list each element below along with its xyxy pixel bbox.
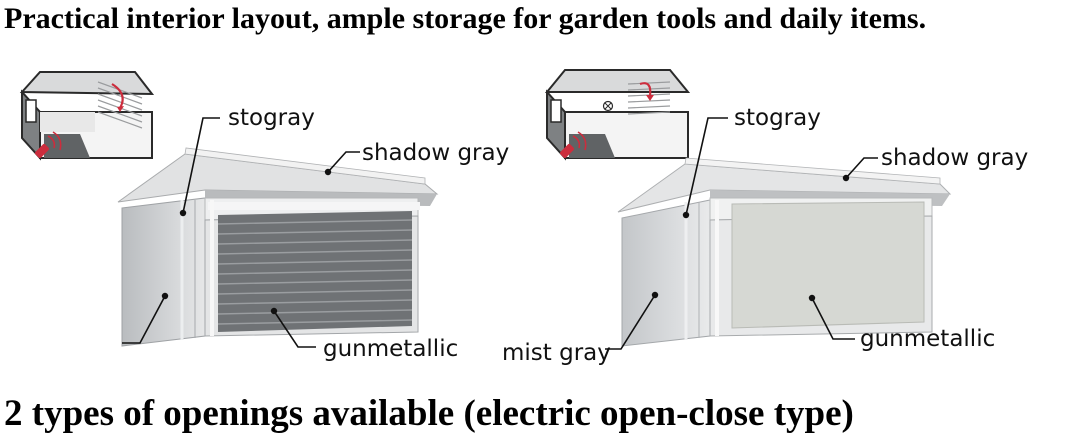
garage-shutter-type: stogray shadow gray gunmetallic bbox=[0, 50, 535, 380]
label-stogray: stogray bbox=[228, 105, 315, 131]
label-mist-gray: mist gray bbox=[502, 340, 611, 366]
remote-control-icon bbox=[560, 131, 587, 158]
page-heading: Practical interior layout, ample storage… bbox=[4, 2, 927, 35]
interior-cutaway-icon bbox=[19, 71, 155, 161]
section-heading: 2 types of openings available (electric … bbox=[4, 393, 854, 434]
label-gunmetallic: gunmetallic bbox=[323, 336, 458, 362]
label-stogray: stogray bbox=[734, 105, 821, 131]
remote-control-icon bbox=[35, 131, 62, 158]
interior-cutaway-icon bbox=[544, 69, 691, 161]
label-shadow-gray: shadow gray bbox=[362, 140, 509, 166]
garage-building bbox=[617, 157, 952, 347]
label-shadow-gray: shadow gray bbox=[881, 145, 1028, 171]
garage-building bbox=[117, 147, 439, 347]
label-gunmetallic: gunmetallic bbox=[860, 326, 995, 352]
garage-panel-type: stogray shadow gray gunmetallic mist gra… bbox=[500, 50, 1035, 380]
